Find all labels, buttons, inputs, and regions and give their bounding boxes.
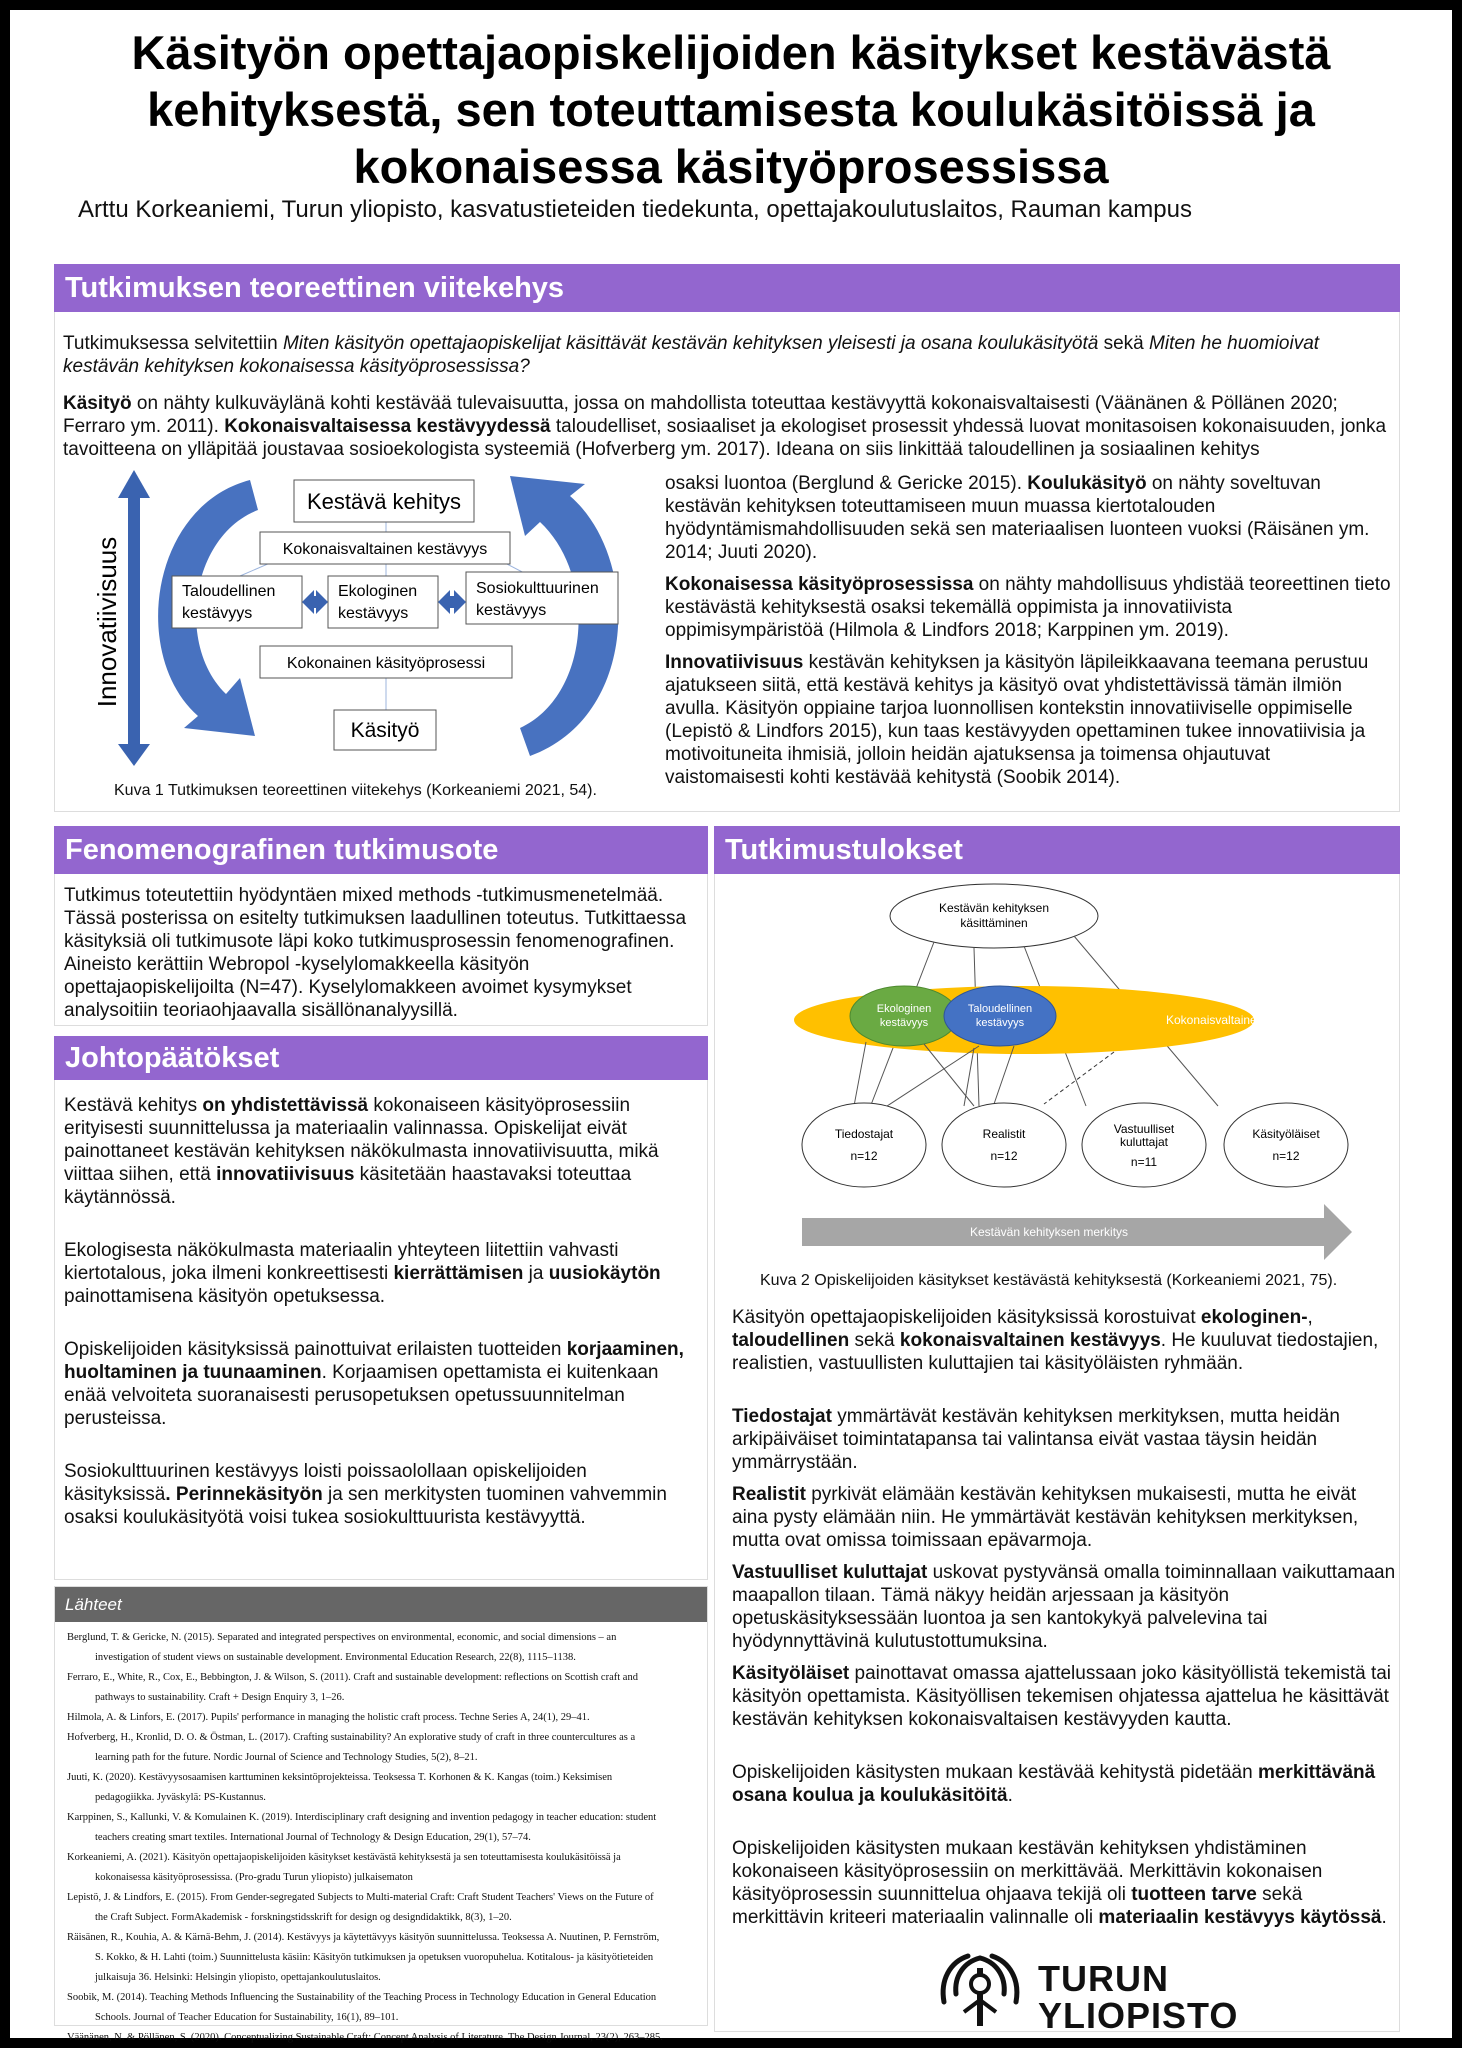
holistic-label: Kokonaisvaltainen kestävyys: [1166, 1013, 1319, 1027]
conclusions-section: [54, 1036, 708, 1580]
reference-line: Schools. Journal of Teacher Education fo…: [95, 2012, 399, 2023]
reference-line: investigation of student views on sustai…: [95, 1652, 576, 1663]
eco-label-2: kestävyys: [880, 1017, 929, 1029]
eco-ellipse: [849, 985, 959, 1047]
theory-paragraph-1: Käsityö on nähty kulkuväylänä kohti kest…: [63, 393, 1387, 460]
reference-line: learning path for the future. Nordic Jou…: [95, 1752, 478, 1763]
reference-line: teachers creating smart textiles. Intern…: [95, 1832, 531, 1843]
box-kasityo: Käsityö: [351, 719, 420, 742]
group-kasityolaiset: Käsityöläiset: [1252, 1127, 1320, 1141]
reference-line: Korkeaniemi, A. (2021). Käsityön opettaj…: [67, 1852, 621, 1863]
reference-line: Juuti, K. (2020). Kestävyysosaamisen kar…: [67, 1772, 613, 1783]
reference-line: Karppinen, S., Kallunki, V. & Komulainen…: [67, 1812, 657, 1823]
conclusions-heading: Johtopäätökset: [54, 1036, 708, 1080]
method-heading: Fenomenografinen tutkimusote: [54, 826, 708, 874]
results-heading: Tutkimustulokset: [714, 826, 1400, 874]
reference-line: Ferraro, E., White, R., Cox, E., Bebbing…: [67, 1672, 638, 1683]
results-diagram: Kestävän kehityksen käsittäminen Kokonai…: [794, 883, 1352, 1260]
reference-line: Hilmola, A. & Linfors, E. (2017). Pupils…: [67, 1712, 590, 1723]
econ-label-2: kestävyys: [976, 1017, 1025, 1029]
box-taloudellinen-1: Taloudellinen: [182, 583, 275, 600]
top-node-line1: Kestävän kehityksen: [939, 901, 1049, 915]
figure-1-caption: Kuva 1 Tutkimuksen teoreettinen viitekeh…: [114, 782, 597, 799]
references-section: Lähteet Berglund, T. & Gericke, N. (2015…: [54, 1586, 708, 2043]
meaning-arrow-label: Kestävän kehityksen merkitys: [970, 1225, 1128, 1239]
reference-line: Räisänen, R., Kouhia, A. & Kärnä-Behm, J…: [67, 1932, 660, 1943]
reference-line: Berglund, T. & Gericke, N. (2015). Separ…: [67, 1632, 617, 1643]
reference-line: S. Kokko, & H. Lahti (toim.) Suunnittelu…: [95, 1952, 654, 1963]
group-vastuulliset-1: Vastuulliset: [1114, 1122, 1175, 1136]
reference-line: Hofverberg, H., Kronlid, D. O. & Östman,…: [67, 1732, 636, 1743]
box-kokonainen-kasityoprosessi: Kokonainen käsityöprosessi: [287, 655, 485, 672]
group-tiedostajat: Tiedostajat: [835, 1127, 894, 1141]
box-ekologinen-1: Ekologinen: [338, 583, 417, 600]
references-list: Berglund, T. & Gericke, N. (2015). Separ…: [55, 1622, 707, 2048]
box-taloudellinen-2: kestävyys: [182, 605, 252, 622]
meaning-arrow: [802, 1204, 1352, 1260]
box-kestava-kehitys: Kestävä kehitys: [307, 489, 461, 514]
theory-framework-diagram: Innovatiivisuus Kestävä kehitys Kokonais…: [92, 470, 619, 766]
group-vastuulliset-n: n=11: [1131, 1155, 1157, 1169]
reference-line: pedagogiikka. Jyväskylä: PS-Kustannus.: [95, 1792, 266, 1803]
double-arrow-left: [302, 590, 328, 614]
econ-label-1: Taloudellinen: [968, 1003, 1032, 1015]
eco-label-1: Ekologinen: [877, 1003, 931, 1015]
university-logo-text: TURUN YLIOPISTO: [1038, 1960, 1238, 2034]
top-node-line2: käsittäminen: [960, 916, 1027, 930]
results-text: Käsityön opettajaopiskelijoiden käsityks…: [732, 1307, 1396, 1928]
reference-line: Lepistö, J. & Lindfors, E. (2015). From …: [67, 1892, 654, 1903]
right-arc-arrow: [510, 476, 619, 756]
innovation-axis-arrow: [118, 470, 150, 766]
poster-title: Käsityön opettajaopiskelijoiden käsityks…: [131, 26, 1331, 193]
innovation-label: Innovatiivisuus: [92, 537, 122, 708]
left-arc-arrow: [158, 480, 258, 736]
theory-paragraph-right: osaksi luontoa (Berglund & Gericke 2015)…: [665, 473, 1391, 788]
references-heading: Lähteet: [55, 1587, 707, 1622]
reference-line: pathways to sustainability. Craft + Desi…: [95, 1692, 345, 1703]
conclusions-text: Kestävä kehitys on yhdistettävissä kokon…: [64, 1095, 684, 1528]
method-text: Tutkimus toteutettiin hyödyntäen mixed m…: [64, 885, 687, 1021]
university-logo-mark: [940, 1953, 1020, 2026]
group-vastuulliset-2: kuluttajat: [1120, 1135, 1169, 1149]
reference-line: Väänänen, N. & Pöllänen, S. (2020). Conc…: [67, 2032, 663, 2043]
group-tiedostajat-n: n=12: [850, 1149, 877, 1163]
box-sosiokulttuurinen-2: kestävyys: [476, 602, 546, 619]
double-arrow-right: [438, 590, 466, 614]
figure-2-caption: Kuva 2 Opiskelijoiden käsitykset kestävä…: [760, 1272, 1338, 1289]
logo-line-1: TURUN: [1038, 1958, 1169, 1999]
reference-line: the Craft Subject. FormAkademisk - forsk…: [95, 1912, 512, 1923]
econ-ellipse: [943, 985, 1057, 1047]
logo-line-2: YLIOPISTO: [1038, 1995, 1239, 2036]
theory-heading: Tutkimuksen teoreettinen viitekehys: [54, 264, 1400, 312]
reference-line: Soobik, M. (2014). Teaching Methods Infl…: [67, 1992, 657, 2003]
group-kasityolaiset-n: n=12: [1272, 1149, 1299, 1163]
group-realistit-n: n=12: [990, 1149, 1017, 1163]
box-sosiokulttuurinen-1: Sosiokulttuurinen: [476, 580, 599, 597]
box-kokonaisvaltainen: Kokonaisvaltainen kestävyys: [283, 541, 488, 558]
poster-authors: Arttu Korkeaniemi, Turun yliopisto, kasv…: [78, 196, 1192, 223]
reference-line: kokonaisessa käsityöprosessissa. (Pro-gr…: [95, 1872, 413, 1883]
reference-line: julkaisuja 36. Helsinki: Helsingin yliop…: [95, 1972, 381, 1983]
group-realistit: Realistit: [983, 1127, 1026, 1141]
theory-intro: Tutkimuksessa selvitettiin Miten käsityö…: [63, 333, 1320, 377]
poster: Käsityön opettajaopiskelijoiden käsityks…: [10, 10, 1452, 2043]
box-ekologinen-2: kestävyys: [338, 605, 408, 622]
